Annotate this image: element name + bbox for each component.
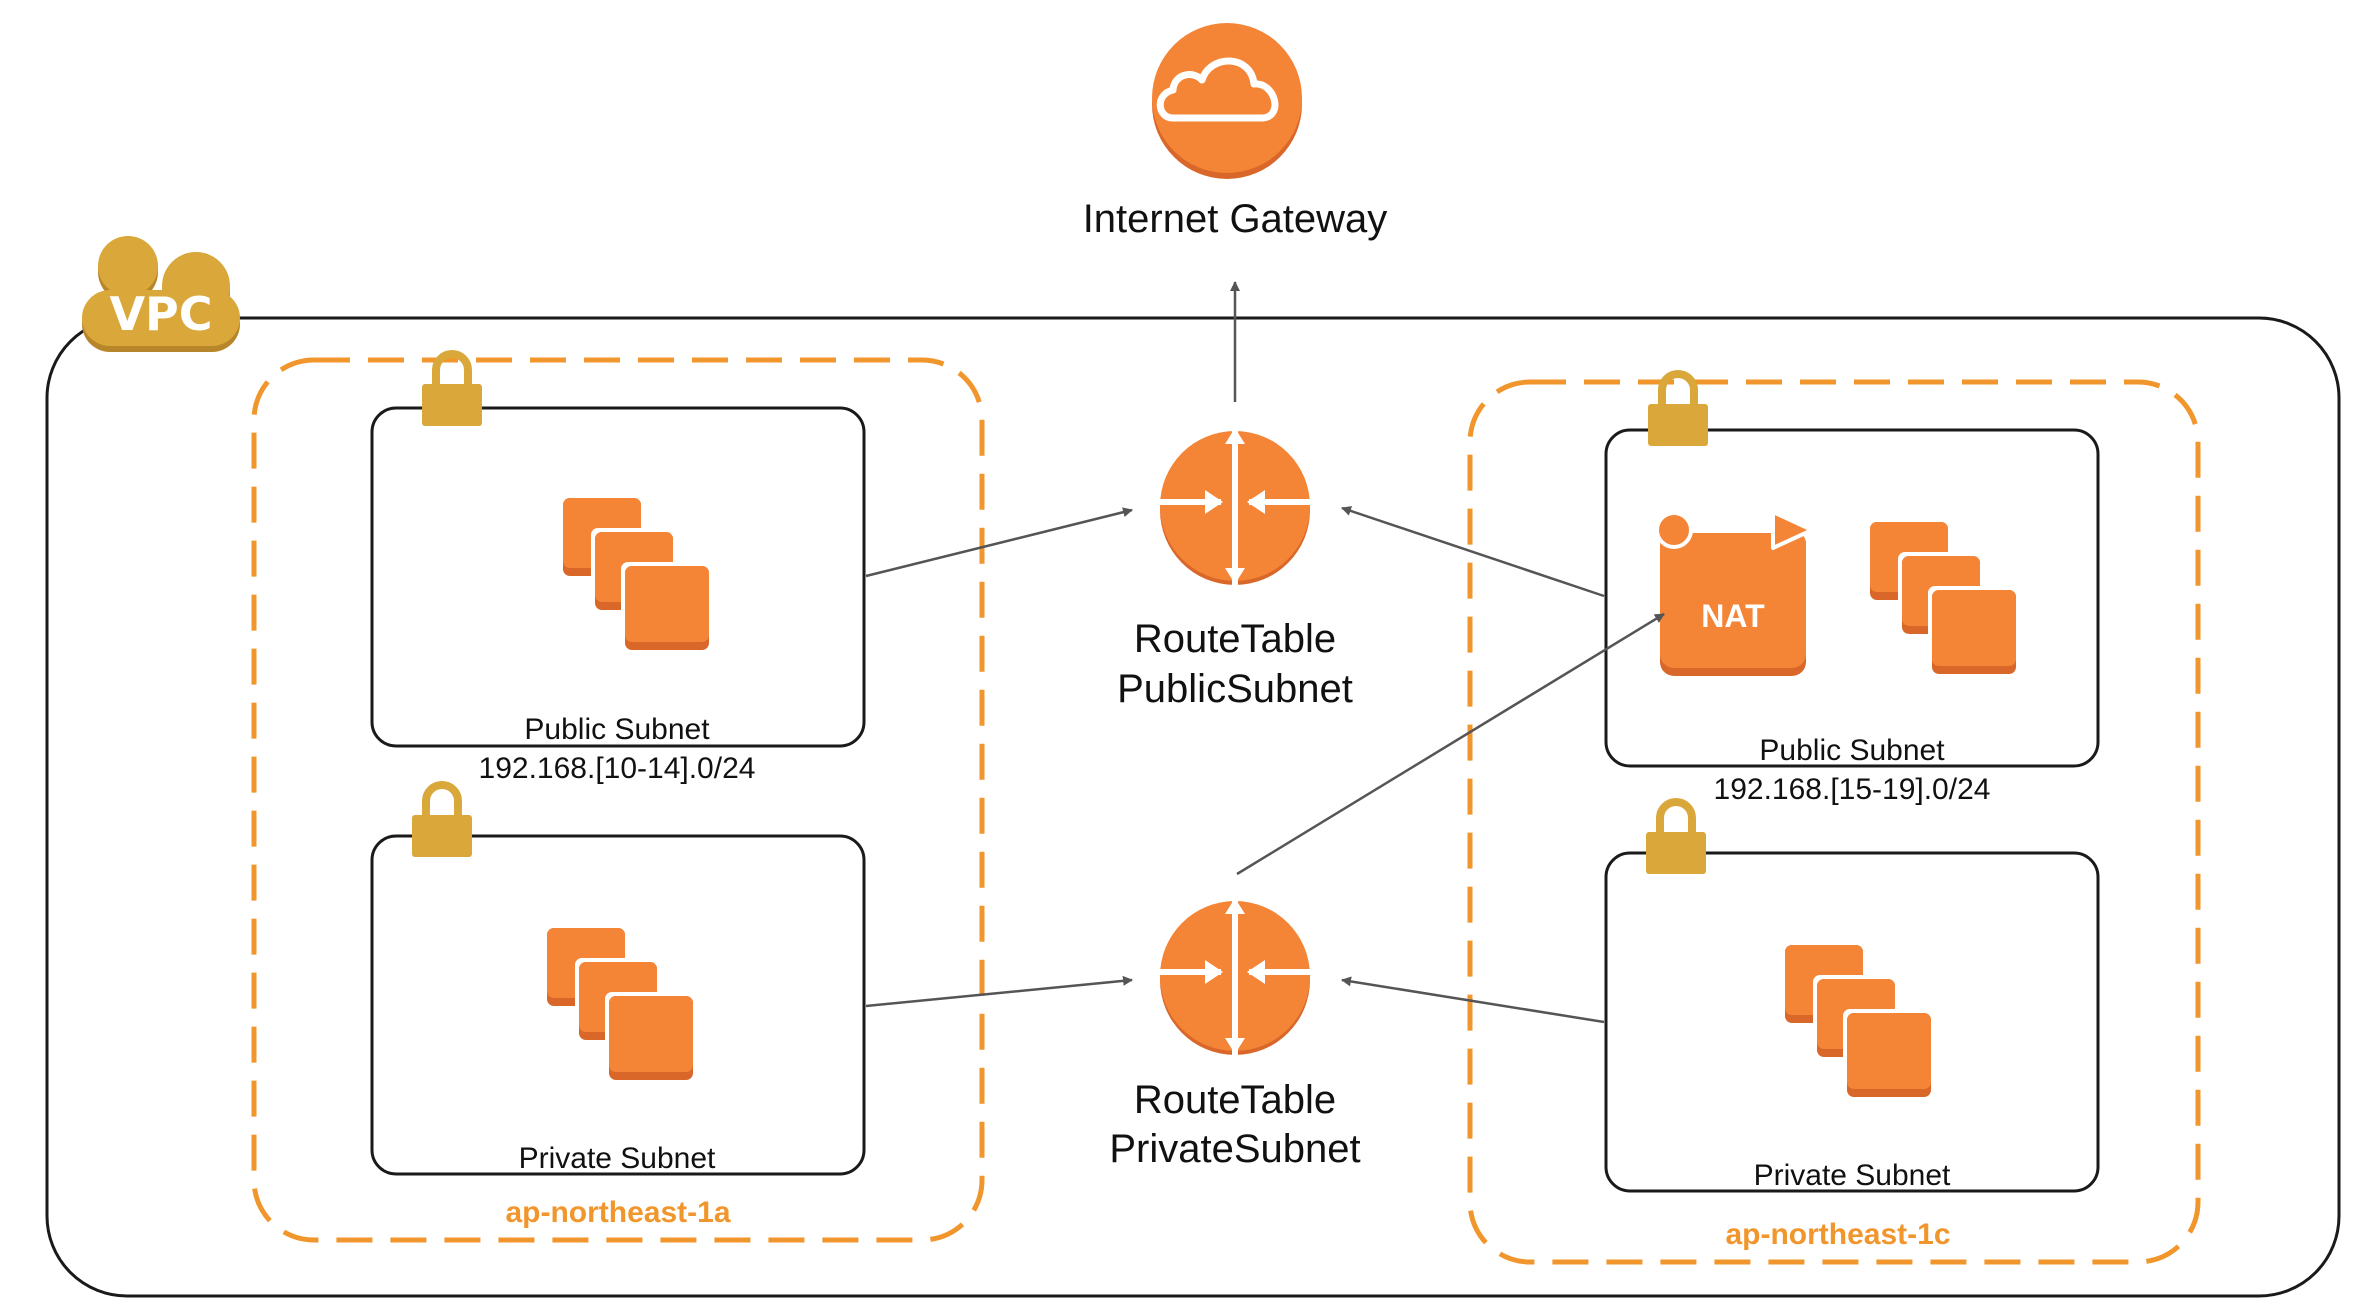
public-subnet-box: [1604, 428, 2100, 768]
connectors: [865, 281, 1665, 1024]
route-table-private-title: RouteTable: [1134, 1078, 1336, 1122]
nat-gateway: NAT: [1655, 510, 1814, 676]
arrow-private-1c-to-routetable: [1341, 976, 1605, 1024]
arrow-public-1c-to-routetable: [1341, 506, 1605, 598]
private-subnet-label: Private Subnet: [519, 1142, 716, 1175]
route-table-public-subtitle: PublicSubnet: [1117, 667, 1353, 711]
availability-zone-1a: ap-northeast-1a Public Subnet 192.168.[1…: [251, 354, 985, 1243]
public-subnet-cidr: 192.168.[10-14].0/24: [479, 752, 756, 785]
nat-icon: [1655, 510, 1814, 676]
lock-icon: [1646, 802, 1706, 874]
vpc-badge-label: VPC: [109, 287, 212, 341]
vpc-boundary: [45, 316, 2341, 1298]
cloud-icon: [1152, 23, 1302, 179]
az-boundary: [1467, 379, 2201, 1265]
public-subnet-label: Public Subnet: [524, 713, 710, 746]
router-icon: [1157, 898, 1313, 1056]
router-icon: [1157, 428, 1313, 586]
private-subnet-label: Private Subnet: [1754, 1159, 1951, 1192]
internet-gateway: Internet Gateway: [1083, 23, 1388, 241]
vpc-badge: VPC: [82, 236, 240, 352]
public-subnet-cidr: 192.168.[15-19].0/24: [1714, 773, 1991, 806]
arrow-public-1a-to-routetable: [865, 507, 1133, 578]
lock-icon: [422, 354, 482, 426]
route-table-private-subtitle: PrivateSubnet: [1109, 1127, 1360, 1171]
az-label: ap-northeast-1a: [505, 1196, 730, 1229]
vpc-cloud-icon: [82, 236, 240, 352]
public-subnet-label: Public Subnet: [1759, 734, 1945, 767]
az-boundary: [251, 357, 985, 1243]
route-table-public-title: RouteTable: [1134, 617, 1336, 661]
arrow-private-routetable-to-nat: [1236, 612, 1665, 876]
availability-zone-1c: ap-northeast-1c NAT Public Subnet 192.16…: [1467, 374, 2201, 1265]
lock-icon: [412, 785, 472, 857]
arrow-private-1a-to-routetable: [865, 975, 1133, 1008]
route-table-public: RouteTable PublicSubnet: [1117, 428, 1353, 711]
internet-gateway-label: Internet Gateway: [1083, 197, 1388, 241]
route-table-private: RouteTable PrivateSubnet: [1109, 898, 1361, 1171]
nat-label: NAT: [1701, 598, 1765, 634]
az-label: ap-northeast-1c: [1725, 1218, 1950, 1251]
lock-icon: [1648, 374, 1708, 446]
